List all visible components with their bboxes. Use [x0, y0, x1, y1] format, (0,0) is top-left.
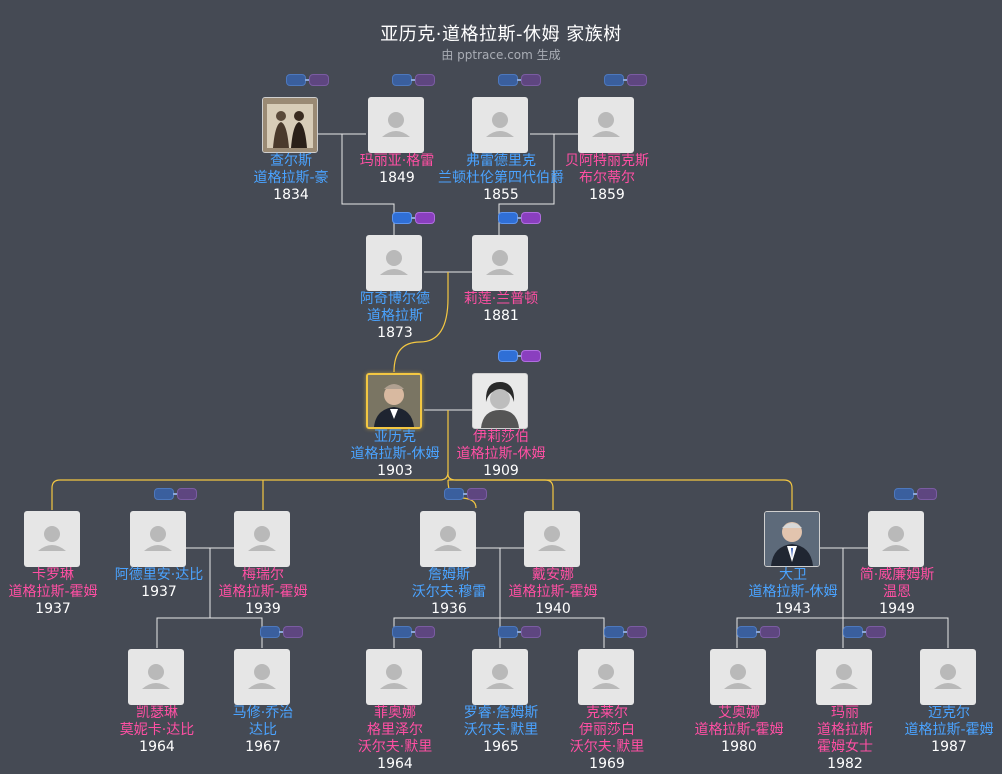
person-year: 1859: [589, 187, 625, 203]
page-title: 亚历克·道格拉斯-休姆 家族树: [380, 24, 622, 45]
person-placeholder-icon: [24, 511, 80, 567]
descent-line: [210, 617, 263, 648]
person-year: 1987: [931, 739, 967, 755]
marriage-badge[interactable]: [154, 488, 197, 500]
person-placeholder-icon: [472, 649, 528, 705]
marriage-badge[interactable]: [498, 350, 541, 362]
person-placeholder-icon: [868, 511, 924, 567]
marriage-badge[interactable]: [260, 626, 303, 638]
marriage-badge[interactable]: [894, 488, 937, 500]
marriage-badge[interactable]: [498, 212, 541, 224]
person-placeholder-icon: [472, 97, 528, 153]
person-placeholder-icon: [710, 649, 766, 705]
person-photo: [764, 511, 820, 567]
person-placeholder-icon: [524, 511, 580, 567]
marriage-badge[interactable]: [843, 626, 886, 638]
person-year: 1980: [721, 739, 757, 755]
marriage-badge[interactable]: [498, 626, 541, 638]
person-year: 1969: [589, 756, 625, 772]
person-placeholder-icon: [366, 235, 422, 291]
marriage-badge[interactable]: [392, 212, 435, 224]
person-year: 1937: [35, 601, 71, 617]
person-year: 1939: [245, 601, 281, 617]
person-photo: [472, 373, 528, 429]
person-year: 1982: [827, 756, 863, 772]
person-placeholder-icon: [366, 649, 422, 705]
person-placeholder-icon: [234, 511, 290, 567]
person-year: 1967: [245, 739, 281, 755]
person-placeholder-icon: [578, 97, 634, 153]
person-placeholder-icon: [234, 649, 290, 705]
person-photo: [262, 97, 318, 153]
marriage-badge[interactable]: [392, 626, 435, 638]
marriage-badge[interactable]: [392, 74, 435, 86]
marriage-badge[interactable]: [444, 488, 487, 500]
marriage-badge[interactable]: [604, 626, 647, 638]
person-year: 1903: [377, 463, 413, 479]
person-year: 1909: [483, 463, 519, 479]
person-year: 1855: [483, 187, 519, 203]
person-placeholder-icon: [420, 511, 476, 567]
lineage-line: [448, 479, 554, 510]
person-year: 1964: [139, 739, 175, 755]
person-year: 1943: [775, 601, 811, 617]
person-year: 1849: [379, 170, 415, 186]
marriage-badge[interactable]: [498, 74, 541, 86]
marriage-badge[interactable]: [286, 74, 329, 86]
person-photo: [366, 373, 422, 429]
person-year: 1940: [535, 601, 571, 617]
marriage-badge[interactable]: [604, 74, 647, 86]
person-year: 1936: [431, 601, 467, 617]
person-placeholder-icon: [920, 649, 976, 705]
marriage-badge[interactable]: [737, 626, 780, 638]
person-placeholder-icon: [368, 97, 424, 153]
person-year: 1937: [141, 584, 177, 600]
person-placeholder-icon: [128, 649, 184, 705]
descent-line: [156, 548, 211, 648]
person-year: 1964: [377, 756, 413, 772]
person-placeholder-icon: [472, 235, 528, 291]
person-placeholder-icon: [816, 649, 872, 705]
person-placeholder-icon: [578, 649, 634, 705]
person-year: 1949: [879, 601, 915, 617]
person-placeholder-icon: [130, 511, 186, 567]
person-year: 1834: [273, 187, 309, 203]
lineage-line: [447, 472, 793, 510]
person-year: 1873: [377, 325, 413, 341]
person-year: 1881: [483, 308, 519, 324]
person-year: 1965: [483, 739, 519, 755]
lineage-line: [393, 272, 449, 373]
page-subtitle: 由 pptrace.com 生成: [441, 48, 561, 62]
